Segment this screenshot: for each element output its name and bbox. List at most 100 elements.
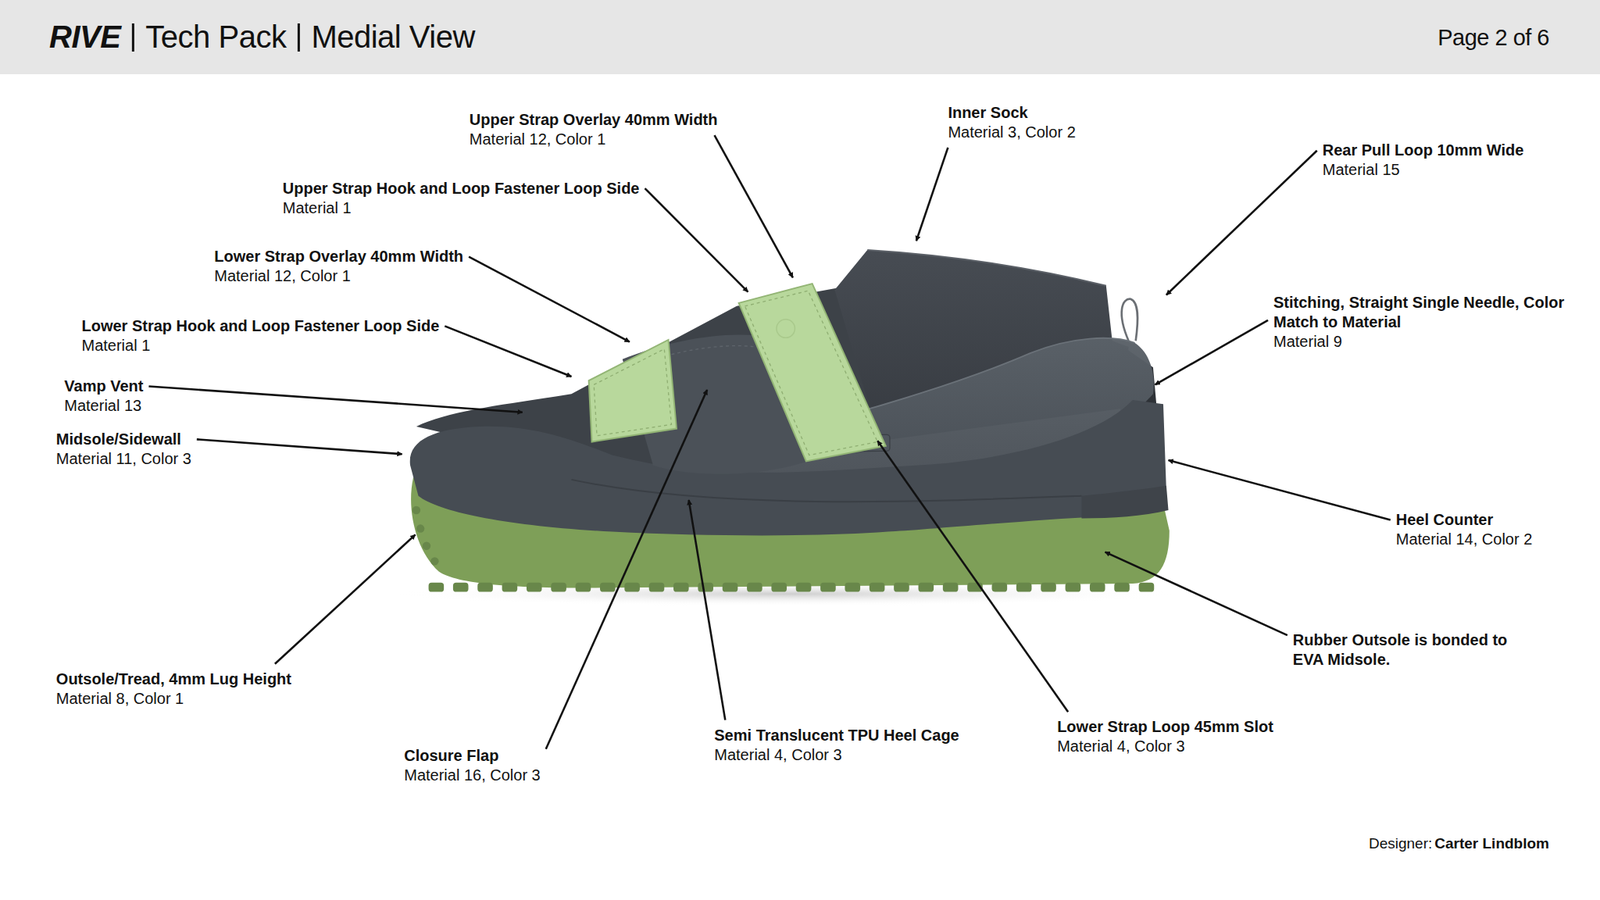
lug [477, 582, 493, 593]
callout: Vamp VentMaterial 13 [64, 376, 143, 416]
callout-heading: Lower Strap Overlay 40mm Width [214, 246, 464, 267]
material-spec: Material 11, Color 3 [56, 449, 192, 469]
material-spec: Material 15 [1322, 160, 1525, 180]
material-spec: Material 1 [282, 198, 640, 218]
callout: Lower Strap Overlay 40mm WidthMaterial 1… [214, 246, 464, 286]
lug [1016, 582, 1033, 593]
callout: Heel CounterMaterial 14, Color 2 [1396, 510, 1533, 550]
ground-shadow [387, 581, 1184, 606]
callout-heading: Lower Strap Hook and Loop Fastener Loop … [81, 316, 440, 336]
leader-line [1155, 320, 1269, 386]
midsole-line [571, 479, 1082, 502]
designer-credit: Designer:Carter Lindblom [1368, 834, 1550, 854]
midsole-heel [1081, 485, 1168, 519]
leader-line [644, 188, 748, 292]
upper-strap [739, 283, 886, 461]
material-spec: Material 12, Color 1 [469, 129, 718, 150]
material-spec: Material 12, Color 1 [214, 266, 464, 286]
lug [697, 582, 714, 593]
lug [820, 582, 836, 593]
leader-line [916, 147, 948, 241]
callout: Lower Strap Hook and Loop Fastener Loop … [81, 316, 440, 356]
lug [722, 582, 739, 593]
material-spec: Material 9 [1273, 332, 1590, 352]
leader-line [468, 257, 630, 343]
material-spec: Material 14, Color 2 [1396, 529, 1533, 550]
leader-line [546, 389, 708, 750]
header-title: Tech Pack [145, 18, 286, 55]
lug [453, 582, 469, 593]
callout-heading: Upper Strap Overlay 40mm Width [469, 110, 718, 130]
leader-line [148, 385, 522, 412]
material-spec: Material 1 [81, 335, 440, 356]
callout: Lower Strap Loop 45mm SlotMaterial 4, Co… [1057, 717, 1274, 757]
lug [416, 524, 425, 533]
callout-heading: Midsole/Sidewall [56, 429, 192, 450]
leader-line [1166, 150, 1318, 296]
lug [771, 582, 787, 593]
lug [844, 582, 861, 593]
material-spec: Material 3, Color 2 [947, 122, 1075, 143]
callout-heading: Inner Sock [947, 103, 1075, 123]
callout-heading: Closure Flap [403, 746, 541, 766]
lug [550, 582, 567, 593]
leader-line [275, 534, 416, 664]
lower-strap [589, 339, 677, 443]
upper-strap-stitch [744, 290, 878, 455]
sock-collar [867, 250, 1107, 286]
callout-heading: Rubber Outsole is bonded to EVA Midsole. [1292, 630, 1528, 670]
callout: Rubber Outsole is bonded to EVA Midsole. [1292, 630, 1528, 670]
callout: Stitching, Straight Single Needle, Color… [1273, 292, 1590, 352]
callout: Inner SockMaterial 3, Color 2 [947, 103, 1075, 143]
callout: Rear Pull Loop 10mm WideMaterial 15 [1322, 140, 1525, 180]
leader-line [444, 325, 572, 377]
brand-name: RIVE [49, 18, 121, 55]
leader-line [689, 500, 726, 721]
callout-heading: Heel Counter [1396, 510, 1533, 530]
lug [746, 582, 763, 593]
lug [600, 582, 616, 593]
lug [918, 582, 935, 593]
callout: Midsole/SidewallMaterial 11, Color 3 [56, 429, 192, 469]
shoe-part [387, 250, 1184, 607]
leader-line [1168, 460, 1391, 520]
leader-line [1105, 552, 1288, 636]
header-separator [297, 23, 300, 52]
lower-strap-stitch [593, 349, 672, 436]
leader-line [877, 440, 1068, 712]
lug [430, 557, 439, 565]
callout: Outsole/Tread, 4mm Lug HeightMaterial 8,… [56, 669, 292, 709]
lug [412, 506, 421, 515]
lug [869, 582, 886, 593]
lug [649, 582, 665, 593]
material-spec: Material 4, Color 3 [1057, 736, 1274, 757]
callout-heading: Stitching, Straight Single Needle, Color… [1273, 292, 1590, 333]
callout: Upper Strap Hook and Loop Fastener Loop … [282, 178, 640, 218]
callout-heading: Lower Strap Loop 45mm Slot [1057, 717, 1274, 737]
callout: Semi Translucent TPU Heel CageMaterial 4… [714, 725, 959, 765]
credit-label: Designer: [1368, 835, 1433, 852]
header-title: Medial View [310, 18, 475, 55]
callout-heading: Rear Pull Loop 10mm Wide [1322, 140, 1525, 161]
lug [893, 582, 910, 593]
lug [942, 582, 959, 593]
lug [428, 582, 445, 593]
lug [992, 582, 1008, 593]
lug [526, 582, 543, 593]
callout-heading: Upper Strap Hook and Loop Fastener Loop … [282, 178, 640, 199]
callout-heading: Outsole/Tread, 4mm Lug Height [56, 669, 292, 690]
lug [1114, 582, 1130, 593]
lug [1065, 582, 1082, 593]
material-spec: Material 16, Color 3 [403, 765, 541, 786]
leader-line [714, 135, 793, 278]
callout-heading: Vamp Vent [64, 376, 143, 397]
callout-heading: Semi Translucent TPU Heel Cage [714, 725, 959, 746]
callout: Upper Strap Overlay 40mm WidthMaterial 1… [469, 110, 718, 150]
page-number: Page 2 of 6 [1437, 23, 1550, 52]
lug [1089, 582, 1106, 593]
lug [796, 582, 812, 593]
lug [1040, 582, 1057, 593]
